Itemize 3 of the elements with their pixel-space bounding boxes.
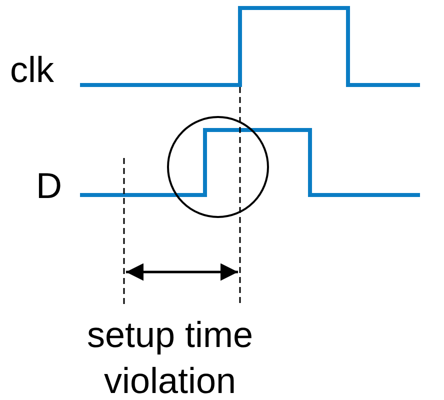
signal-name: clk bbox=[10, 50, 54, 90]
signal-name: D bbox=[36, 166, 62, 206]
annotation-text: setup time violation bbox=[86, 313, 254, 400]
